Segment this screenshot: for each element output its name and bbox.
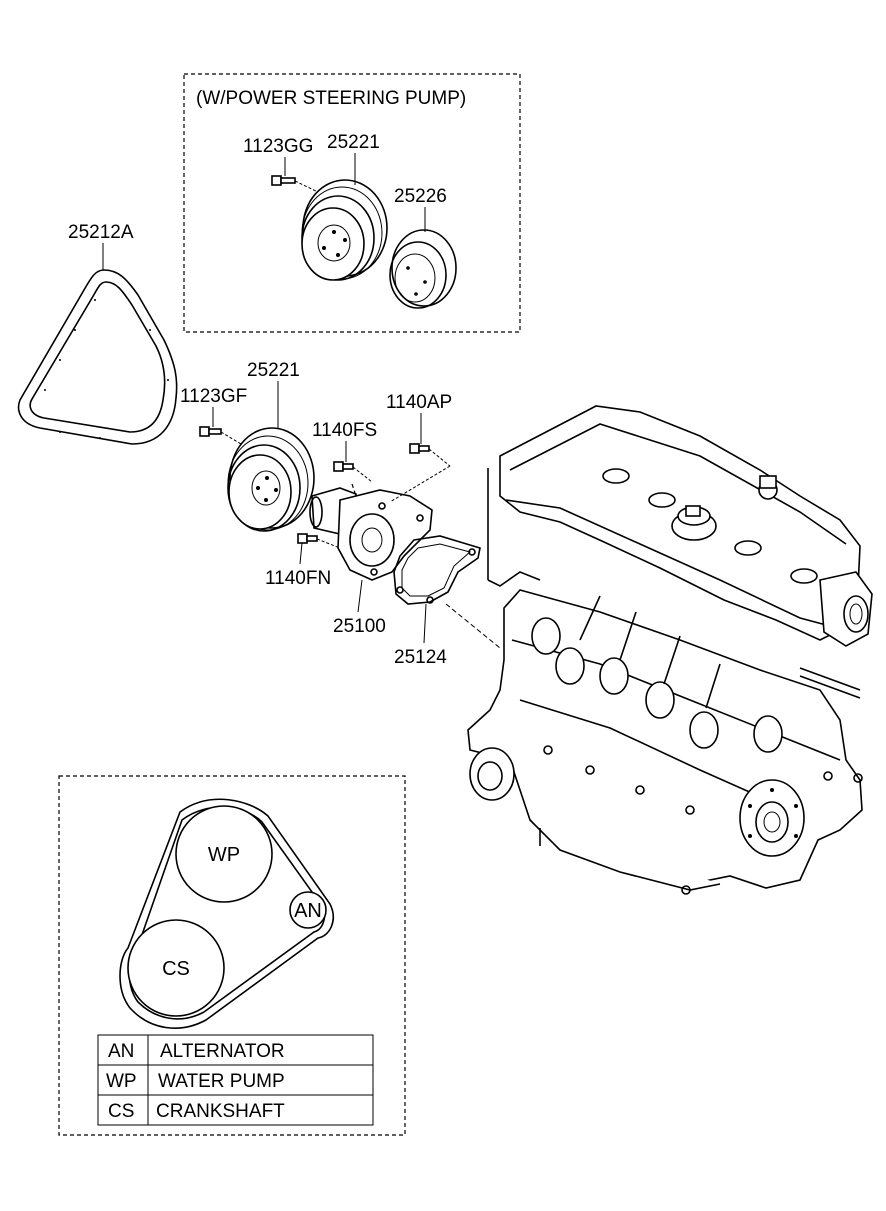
bolt-1140fs-icon (333, 461, 373, 483)
part-label-1140fs[interactable]: 1140FS (312, 420, 377, 441)
legend-name: WATER PUMP (158, 1071, 285, 1092)
pulley-wp-icon (175, 805, 273, 903)
pulley-label-cs: CS (162, 958, 190, 980)
pulley-cs-icon (127, 919, 225, 1017)
drive-belt-icon (17, 269, 178, 445)
part-label-25100[interactable]: 25100 (333, 616, 386, 637)
bolt-1140ap-icon (389, 443, 451, 503)
part-label-25221-ps[interactable]: 25221 (327, 132, 380, 153)
part-label-25221-wp[interactable]: 25221 (247, 360, 300, 381)
part-label-25212a[interactable]: 25212A (68, 222, 134, 243)
pulley-label-wp: WP (208, 844, 240, 866)
bolt-1123gf-icon (199, 426, 247, 448)
belt-routing-group: WP AN CS AN ALTERNATOR WP WATER PUMP CS … (58, 775, 406, 1136)
part-label-1140fn[interactable]: 1140FN (265, 568, 331, 589)
power-steering-kit-frame (183, 73, 521, 333)
belt-routing-frame (58, 775, 406, 1136)
part-label-25124[interactable]: 25124 (394, 647, 447, 668)
belt-legend-table: AN ALTERNATOR WP WATER PUMP CS CRANKSHAF… (97, 1034, 374, 1126)
legend-name: ALTERNATOR (160, 1041, 285, 1062)
legend-name: CRANKSHAFT (156, 1101, 285, 1122)
bolt-1140fn-icon (297, 533, 341, 549)
legend-code: WP (106, 1071, 137, 1092)
part-label-1140ap[interactable]: 1140AP (386, 392, 452, 413)
bolt-1123gg-icon (271, 175, 319, 193)
flywheel-hub-icon (739, 779, 805, 857)
gasket-icon (393, 535, 481, 605)
part-label-25226[interactable]: 25226 (394, 186, 447, 207)
pulley-label-an: AN (294, 900, 322, 922)
part-label-1123gg[interactable]: 1123GG (243, 136, 313, 157)
pulley-an-icon (289, 891, 327, 929)
water-pump-group: 1123GF 25221 25100 (180, 360, 501, 668)
ps-pump-pulley-icon (389, 229, 457, 309)
legend-code: AN (108, 1041, 134, 1062)
oil-cap-icon (671, 505, 717, 541)
water-pump-body-icon (309, 483, 433, 581)
ps-pulley-icon (301, 179, 388, 281)
belt-routing-path (119, 798, 334, 1029)
wp-pulley-icon (227, 427, 315, 532)
engine-block-icon (467, 405, 873, 895)
power-steering-kit-group: (W/POWER STEERING PUMP) 1123GG 25221 (183, 73, 521, 333)
part-label-1123gf[interactable]: 1123GF (180, 386, 247, 407)
legend-code: CS (108, 1101, 134, 1122)
crankshaft-boss-icon (469, 747, 515, 801)
kit-header: (W/POWER STEERING PUMP) (196, 88, 466, 109)
thermostat-housing-icon (819, 571, 873, 647)
